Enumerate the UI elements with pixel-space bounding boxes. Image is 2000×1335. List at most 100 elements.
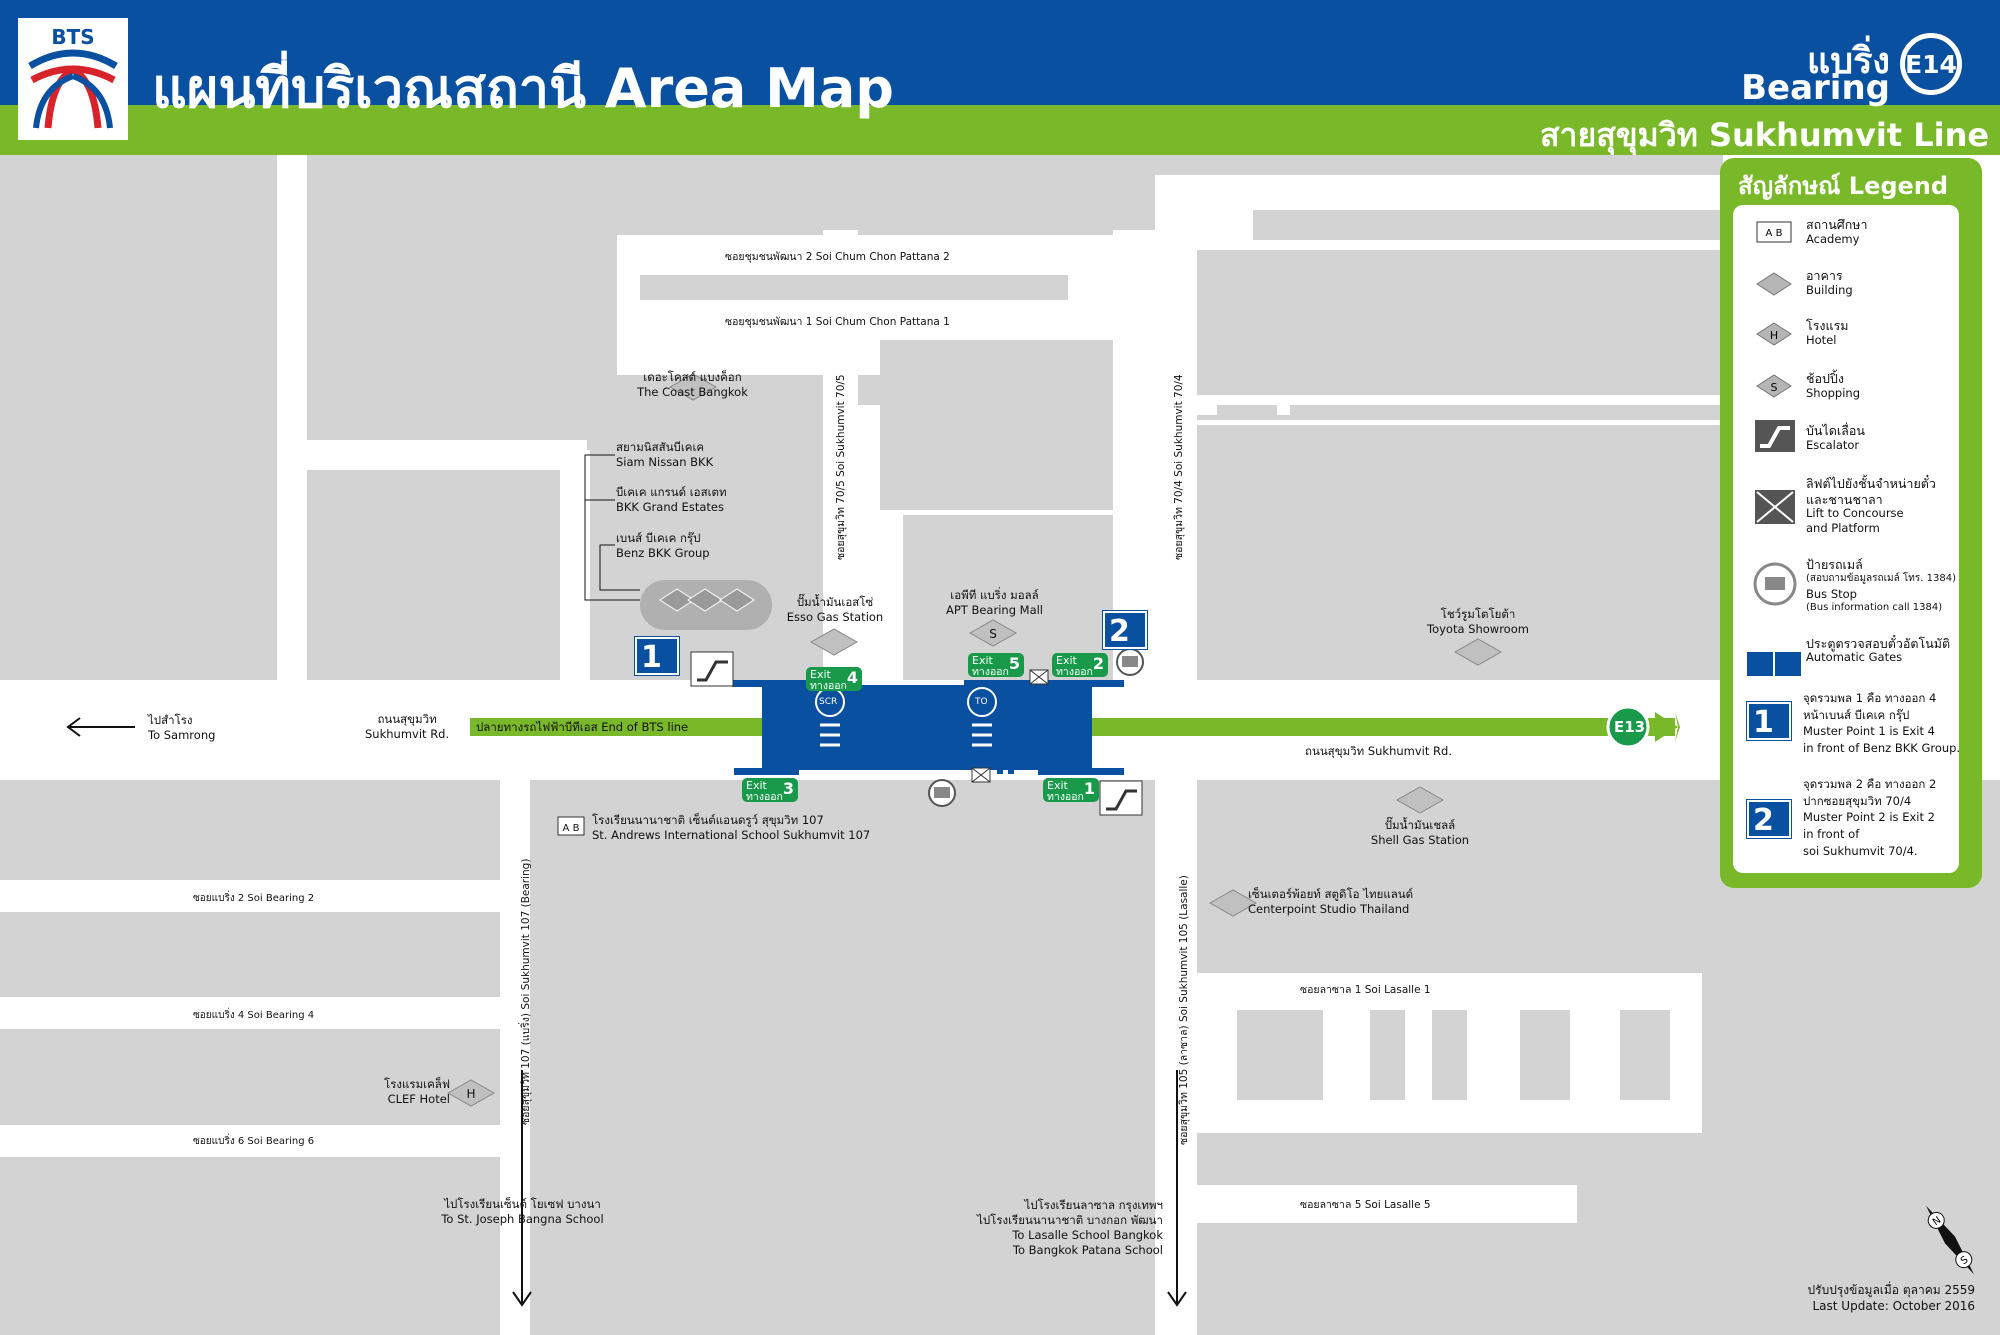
road-soi-105: ซอยสุขุมวิท 105 (ลาซาล) Soi Sukhumvit 10…: [1178, 875, 1190, 1145]
station-name-th: แบริ่ง: [1807, 41, 1890, 82]
svg-text:S: S: [1771, 381, 1778, 394]
end-of-line-label: ปลายทางรถไฟฟ้าบีทีเอส End of BTS line: [476, 720, 689, 734]
road-bearing-2: ซอยแบริ่ง 2 Soi Bearing 2: [193, 893, 315, 904]
right-top-block-3: [1197, 350, 1723, 395]
legend-lift-en2: and Platform: [1806, 521, 1880, 535]
place-apt-mall: เอพีที แบริ่ง มอลล์APT Bearing Mall: [945, 588, 1044, 617]
road-bearing-4: ซอยแบริ่ง 4 Soi Bearing 4: [193, 1010, 315, 1021]
chum-chon-block: [640, 275, 1068, 300]
page-title: แผนที่บริเวณสถานี Area Map: [152, 57, 894, 120]
legend-muster-2-icon: 2: [1746, 799, 1792, 839]
soi-107-road: [500, 780, 530, 1335]
to-label: TO: [975, 697, 988, 707]
lasalle-5-road: [1197, 1185, 1577, 1223]
legend-lift-en: Lift to Concourse: [1806, 506, 1904, 520]
legend-academy-th: สถานศึกษา: [1806, 217, 1868, 232]
to-lasalle-patana: ไปโรงเรียนลาซาล กรุงเทพฯไปโรงเรียนนานาชา…: [977, 1198, 1163, 1257]
lasalle-block-3: [1432, 1010, 1467, 1100]
legend-escalator-en: Escalator: [1806, 438, 1860, 452]
legend-title: สัญลักษณ์ Legend: [1738, 172, 1949, 200]
svg-text:S: S: [989, 627, 997, 641]
lasalle-block-8: [1702, 973, 2000, 1335]
bearing-2-road: [0, 880, 500, 912]
road-bearing-6: ซอยแบริ่ง 6 Soi Bearing 6: [193, 1136, 315, 1147]
inner-block-main: [903, 515, 1113, 680]
road-chum-chon-2: ซอยชุมชนพัฒนา 2 Soi Chum Chon Pattana 2: [725, 251, 950, 263]
escalator-icon: [1755, 420, 1795, 452]
legend-shopping-en: Shopping: [1806, 386, 1861, 400]
legend-muster-2-text: จุดรวมพล 2 คือ ทางออก 2 ปากซอยสุขุมวิท 7…: [1803, 777, 1937, 858]
svg-text:H: H: [1770, 329, 1778, 342]
legend-shopping-th: ช้อปปิ้ง: [1806, 371, 1844, 386]
right-top-block-6: [1197, 425, 1723, 680]
hotel-icon: H: [1756, 322, 1792, 346]
legend-building-th: อาคาร: [1806, 268, 1843, 283]
right-top-block-1: [1253, 210, 1723, 240]
legend-bus-en2: (Bus information call 1384): [1806, 602, 1943, 613]
legend-bus-th: ป้ายรถเมล์: [1806, 557, 1863, 572]
line-name: สายสุขุมวิท Sukhumvit Line: [1540, 116, 1990, 154]
place-esso: ปั๊มน้ำมันเอสโซ่Esso Gas Station: [786, 595, 884, 624]
legend-bus-en: Bus Stop: [1806, 587, 1857, 601]
muster-point-2-icon: 2: [1102, 610, 1148, 650]
road-sukhumvit-right: ถนนสุขุมวิท Sukhumvit Rd.: [1305, 744, 1452, 758]
place-st-andrews: โรงเรียนนานาชาติ เซ็นต์แอนดรูว์ สุขุมวิท…: [592, 813, 871, 842]
lasalle-block-5: [1620, 1010, 1670, 1100]
legend-bus-th2: (สอบถามข้อมูลรถเมล์ โทร. 1384): [1806, 573, 1956, 584]
automatic-gates-icon: [1747, 652, 1801, 676]
svg-text:H: H: [466, 1087, 475, 1101]
legend-gates-en: Automatic Gates: [1806, 650, 1903, 664]
station-code-badge: E14: [1900, 33, 1962, 95]
scr-label: SCR: [819, 697, 838, 707]
right-top-block-5: [1290, 405, 1720, 417]
inner-block-right: [905, 340, 1113, 510]
lasalle-block-7: [1197, 1223, 1725, 1335]
place-shell: ปั๊มน้ำมันเชลล์Shell Gas Station: [1370, 818, 1470, 847]
bus-stop-icon: [1753, 562, 1797, 606]
legend-gates-th: ประตูตรวจสอบตั๋วอัตโนมัติ: [1806, 636, 1951, 651]
next-station-code: E13: [1614, 718, 1646, 736]
road-chum-chon-1: ซอยชุมชนพัฒนา 1 Soi Chum Chon Pattana 1: [725, 316, 950, 328]
academy-icon: A B: [1756, 221, 1792, 243]
road-lasalle-5: ซอยลาซาล 5 Soi Lasalle 5: [1300, 1199, 1431, 1211]
shopping-icon: S: [1756, 374, 1792, 398]
svg-text:S: S: [1959, 1255, 1971, 1268]
legend-academy-en: Academy: [1806, 232, 1860, 246]
lasalle-block-1: [1237, 1010, 1323, 1100]
bearing-6-road: [0, 1125, 500, 1157]
bts-logo: BTS: [18, 18, 128, 140]
place-centerpoint: เซ็นเตอร์พ้อยท์ สตูดิโอ ไทยแลนด์Centerpo…: [1248, 887, 1414, 916]
header-bar: [0, 0, 2000, 105]
legend-lift-th2: และชานชาลา: [1806, 492, 1883, 507]
top-left-block-road: [307, 440, 587, 470]
legend-lift-th: ลิฟต์ไปยังชั้นจำหน่ายตั๋ว: [1806, 476, 1936, 491]
muster-point-1-icon: 1: [634, 636, 680, 676]
line-bar: [0, 105, 2000, 155]
lasalle-block-4: [1520, 1010, 1570, 1100]
legend-muster-1-icon: 1: [1746, 701, 1792, 741]
legend-hotel-en: Hotel: [1806, 333, 1837, 347]
lasalle-block-2: [1370, 1010, 1405, 1100]
legend-hotel-th: โรงแรม: [1806, 318, 1849, 333]
inner-block-left: [880, 340, 905, 510]
brand-text: BTS: [51, 25, 94, 49]
road-soi-70-4: ซอยสุขุมวิท 70/4 Soi Sukhumvit 70/4: [1173, 374, 1185, 560]
building-icon: [1756, 272, 1792, 296]
road-lasalle-1: ซอยลาซาล 1 Soi Lasalle 1: [1300, 984, 1431, 996]
legend-muster-1-text: จุดรวมพล 1 คือ ทางออก 4 หน้าเบนส์ บีเคเค…: [1803, 691, 1961, 756]
